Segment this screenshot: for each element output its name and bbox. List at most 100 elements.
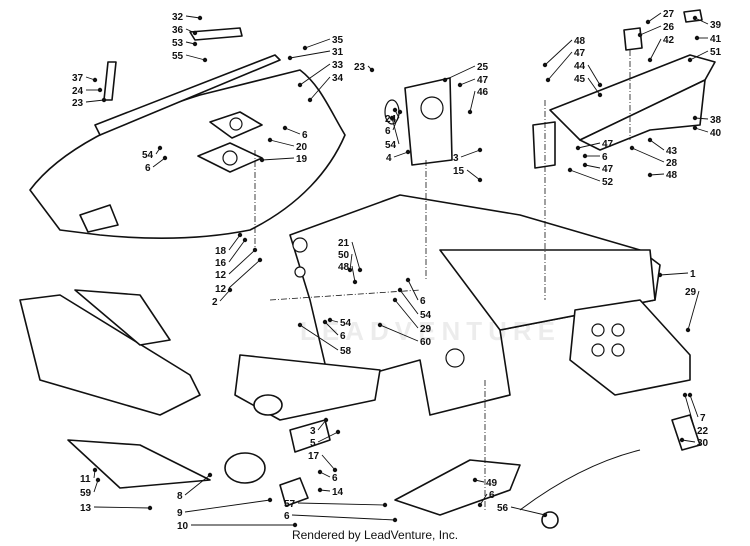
fastener bbox=[307, 97, 313, 103]
callout-number: 47 bbox=[574, 48, 586, 59]
fastener bbox=[397, 287, 403, 293]
callout-leader bbox=[689, 50, 709, 61]
fastener bbox=[472, 477, 478, 483]
callout-number: 27 bbox=[663, 9, 675, 20]
hood-edge-curve bbox=[519, 449, 641, 511]
fastener bbox=[147, 505, 153, 511]
callout-leader bbox=[185, 15, 201, 19]
fastener bbox=[327, 317, 333, 323]
callout-number: 53 bbox=[172, 38, 184, 49]
fastener bbox=[477, 147, 483, 153]
callout-leader bbox=[587, 77, 601, 96]
fastener bbox=[259, 157, 265, 163]
engine-mount bbox=[253, 394, 283, 416]
fastener bbox=[692, 15, 698, 21]
callout-leader bbox=[304, 38, 331, 49]
steering-bracket bbox=[404, 77, 453, 166]
callout-leader bbox=[694, 127, 709, 133]
callout-leader bbox=[228, 259, 261, 289]
fastener bbox=[267, 497, 273, 503]
callout-leader bbox=[544, 39, 573, 66]
callout-leader bbox=[459, 78, 476, 86]
callout-leader bbox=[577, 142, 601, 149]
callout-number: 54 bbox=[420, 310, 432, 321]
fastener bbox=[92, 77, 98, 83]
callout-leader bbox=[393, 151, 409, 158]
callout-number: 49 bbox=[486, 478, 498, 489]
fastener bbox=[575, 145, 581, 151]
frame-hole bbox=[292, 237, 308, 253]
callout-leader bbox=[391, 117, 400, 145]
callout-leader bbox=[93, 506, 151, 509]
callout-number: 20 bbox=[296, 142, 308, 153]
callout-leader bbox=[317, 431, 339, 443]
callout-leader bbox=[399, 289, 419, 315]
fastener bbox=[657, 272, 663, 278]
callout-leader bbox=[639, 25, 662, 36]
callout-leader bbox=[631, 147, 665, 163]
callout-leader bbox=[649, 38, 662, 61]
callout-number: 32 bbox=[172, 12, 184, 23]
callout-number: 35 bbox=[332, 35, 344, 46]
fastener bbox=[542, 512, 548, 518]
bumper bbox=[74, 289, 171, 346]
assembly-line bbox=[269, 289, 421, 301]
fastener bbox=[292, 522, 298, 528]
callout-number: 6 bbox=[145, 163, 151, 174]
fastener bbox=[287, 55, 293, 61]
fastener bbox=[242, 237, 248, 243]
fastener bbox=[405, 149, 411, 155]
callout-number: 39 bbox=[710, 20, 722, 31]
fuel-clip bbox=[623, 27, 643, 51]
callout-number: 6 bbox=[385, 126, 391, 137]
shield-hole bbox=[611, 343, 625, 357]
fastener bbox=[95, 477, 101, 483]
fastener bbox=[257, 257, 263, 263]
fastener bbox=[694, 35, 700, 41]
bracket-hole bbox=[420, 96, 444, 120]
callout-leader bbox=[184, 499, 271, 513]
callout-number: 48 bbox=[338, 262, 350, 273]
callout-number: 30 bbox=[697, 438, 709, 449]
callout-number: 14 bbox=[332, 487, 344, 498]
fastener bbox=[323, 417, 329, 423]
callout-number: 9 bbox=[177, 508, 183, 519]
fastener bbox=[357, 267, 363, 273]
callout-leader bbox=[351, 265, 356, 283]
callout-number: 3 bbox=[453, 153, 459, 164]
fastener bbox=[252, 247, 258, 253]
fastener bbox=[692, 115, 698, 121]
dash-rail bbox=[94, 54, 281, 136]
callout-leader bbox=[569, 169, 601, 182]
shield-hole bbox=[591, 343, 605, 357]
callout-leader bbox=[460, 149, 481, 158]
fastener bbox=[392, 297, 398, 303]
callout-number: 6 bbox=[602, 152, 608, 163]
callout-leader bbox=[689, 394, 699, 418]
fastener bbox=[582, 162, 588, 168]
fastener bbox=[597, 92, 603, 98]
callout-number: 6 bbox=[420, 296, 426, 307]
shield-hole bbox=[591, 323, 605, 337]
callout-leader bbox=[85, 99, 105, 103]
callout-number: 21 bbox=[338, 238, 350, 249]
fastener bbox=[101, 97, 107, 103]
callout-number: 37 bbox=[72, 73, 84, 84]
callout-number: 3 bbox=[310, 426, 316, 437]
fastener bbox=[297, 322, 303, 328]
callout-number: 6 bbox=[302, 130, 308, 141]
callout-leader bbox=[547, 51, 573, 81]
fastener bbox=[405, 277, 411, 283]
callout-number: 16 bbox=[215, 258, 227, 269]
fastener bbox=[157, 145, 163, 151]
callout-leader bbox=[587, 64, 601, 86]
fastener bbox=[687, 57, 693, 63]
heat-shield bbox=[569, 299, 691, 396]
callout-leader bbox=[299, 63, 331, 86]
callout-number: 28 bbox=[666, 158, 678, 169]
fastener bbox=[377, 322, 383, 328]
callout-number: 46 bbox=[477, 87, 489, 98]
fastener bbox=[302, 45, 308, 51]
fastener bbox=[567, 167, 573, 173]
